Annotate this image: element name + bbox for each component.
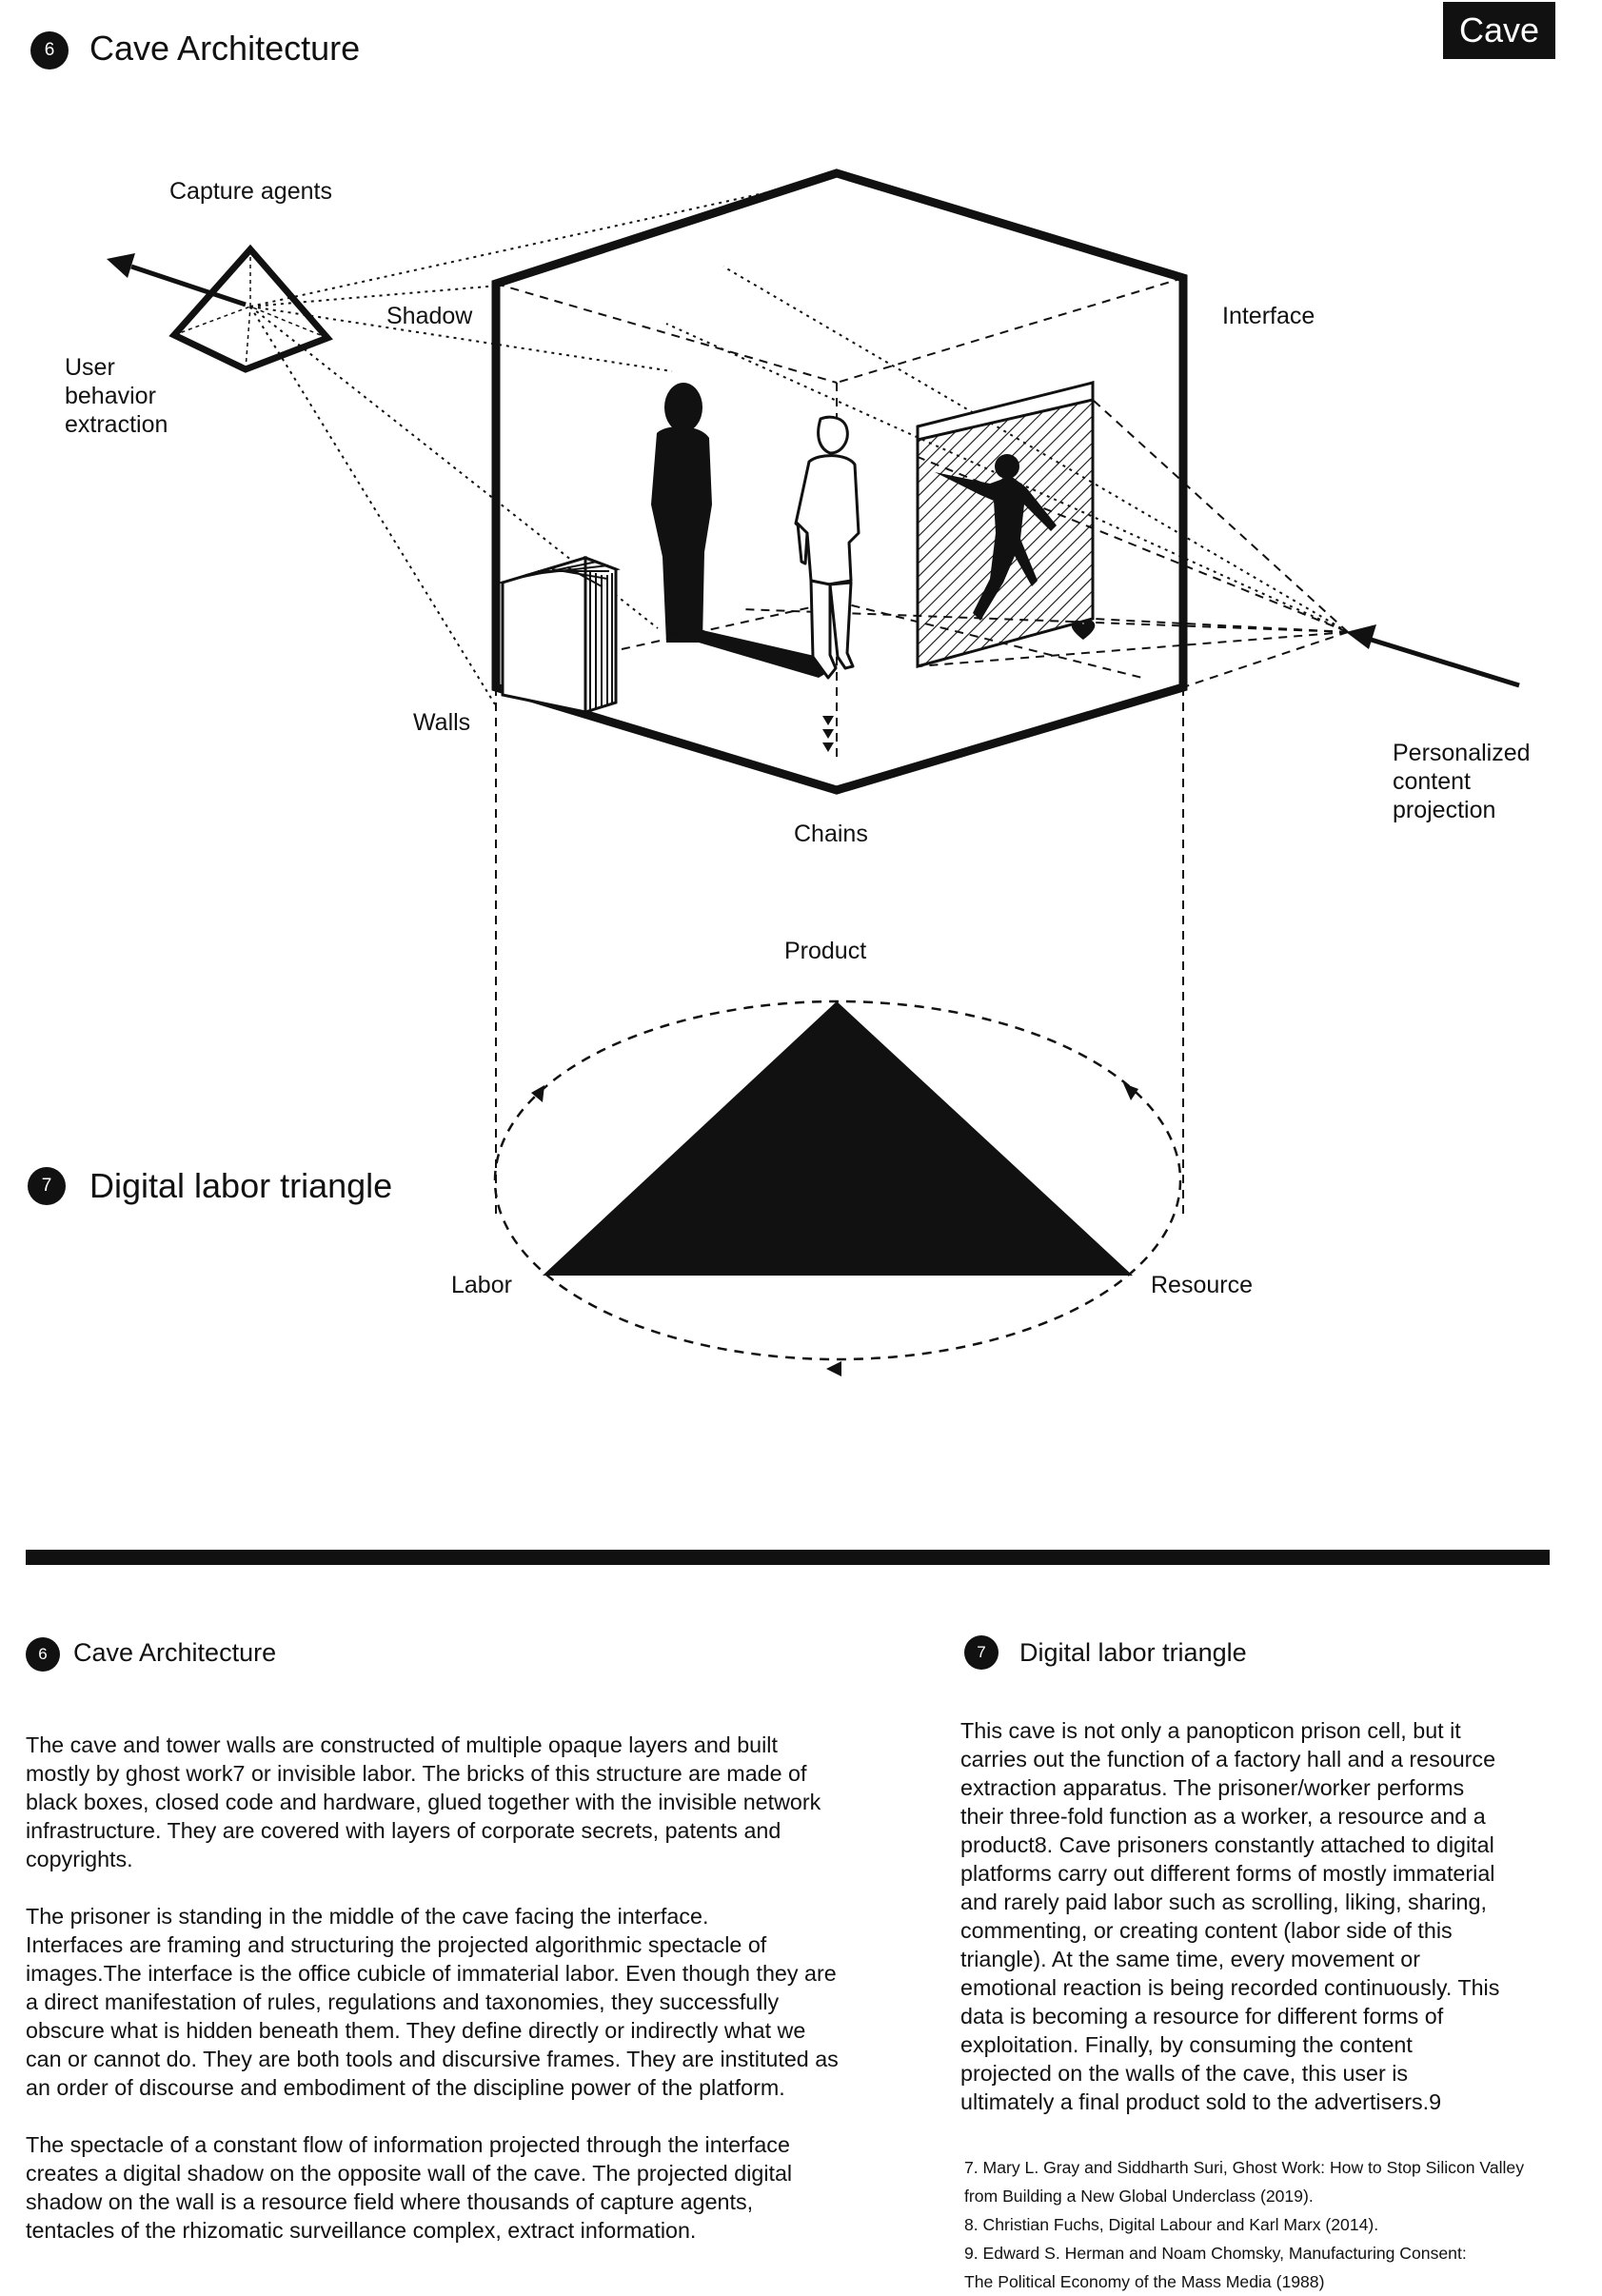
chains-arrows [822, 716, 834, 752]
paragraph: The cave and tower walls are constructed… [26, 1732, 821, 1871]
paragraph: This cave is not only a panopticon priso… [960, 1718, 1500, 2114]
label-product: Product [784, 938, 867, 964]
capture-rays [249, 176, 838, 705]
triangle-orbit [493, 1000, 1182, 1361]
figure-title: Digital labor triangle [89, 1166, 393, 1205]
section-heading: Digital labor triangle [1019, 1638, 1247, 1667]
footnotes: 7. Mary L. Gray and Siddharth Suri, Ghos… [964, 2153, 1592, 2296]
footnote-line: from Building a New Global Underclass (2… [964, 2187, 1314, 2206]
projection-arrow [1346, 624, 1520, 688]
label-interface: Interface [1222, 303, 1315, 329]
cave-diagram [107, 168, 1520, 1376]
footnote-line: The Political Economy of the Mass Media … [964, 2272, 1325, 2291]
label-capture-agents: Capture agents [169, 178, 332, 205]
capture-agents-pyramid [168, 244, 333, 373]
extraction-arrow [107, 253, 247, 307]
page-tag: Cave [1443, 2, 1555, 59]
orbit-arrows [531, 1083, 1138, 1376]
section-number-badge: 7 [964, 1635, 999, 1670]
figure-number-badge: 6 [30, 31, 69, 69]
interface-screen [916, 380, 1096, 668]
section-divider [26, 1550, 1550, 1565]
label-walls: Walls [413, 709, 471, 736]
label-personalized-content-projection: Personalized content projection [1393, 740, 1531, 823]
section-heading: Cave Architecture [73, 1638, 277, 1667]
connector-lines [495, 687, 1184, 1218]
section-number-badge: 6 [26, 1637, 60, 1672]
footnote-line: 9. Edward S. Herman and Noam Chomsky, Ma… [964, 2244, 1467, 2263]
walls-block [497, 555, 621, 715]
paragraph: The spectacle of a constant flow of info… [26, 2132, 793, 2243]
figure-title: Cave Architecture [89, 29, 361, 68]
label-user-behavior-extraction: User behavior extraction [65, 354, 168, 438]
prisoner-figure [794, 415, 860, 680]
section-body-right: This cave is not only a panopticon priso… [960, 1716, 1589, 2145]
shadow-figure [651, 383, 838, 678]
label-labor: Labor [451, 1272, 512, 1298]
label-resource: Resource [1151, 1272, 1253, 1298]
labor-triangle [543, 1001, 1133, 1276]
footnote-line: 8. Christian Fuchs, Digital Labour and K… [964, 2215, 1379, 2234]
footnote-line: 7. Mary L. Gray and Siddharth Suri, Ghos… [964, 2158, 1525, 2177]
paragraph: The prisoner is standing in the middle o… [26, 1904, 839, 2100]
figure-number-badge: 7 [28, 1167, 66, 1205]
section-body-left: The cave and tower walls are constructed… [26, 1731, 930, 2273]
label-chains: Chains [794, 821, 868, 847]
label-shadow: Shadow [386, 303, 473, 329]
